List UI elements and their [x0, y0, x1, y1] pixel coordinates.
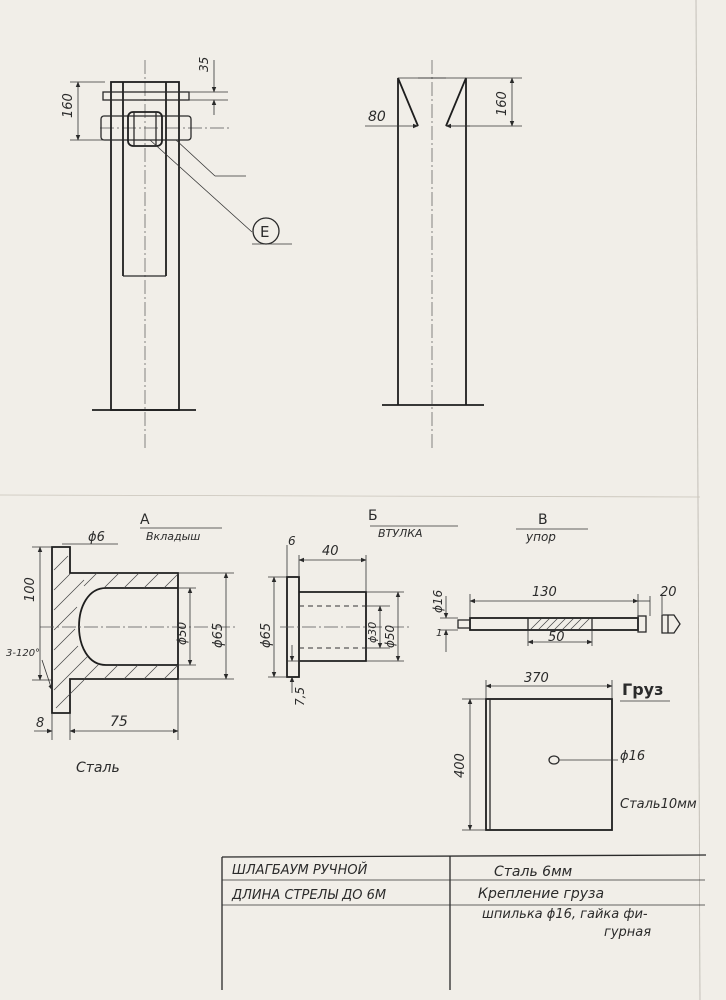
title-row3-right-a: шпилька ϕ16, гайка фи- [482, 907, 648, 922]
dim-a-phi50: ϕ50 [175, 621, 189, 645]
dim-b-phi30: ϕ30 [366, 622, 379, 643]
weight-plate: Груз 370 400 ϕ16 Сталь10мм [453, 671, 697, 831]
top-left-view: 160 35 E [61, 57, 292, 450]
title-block: ШЛАГБАУМ РУЧНОЙ ДЛИНА СТРЕЛЫ ДО 6М Сталь… [221, 854, 707, 990]
detail-v-letter: В [538, 512, 548, 528]
weight-plate-title: Груз [622, 680, 663, 699]
dim-35: 35 [197, 57, 211, 72]
paper-edges [0, 0, 701, 1000]
dim-b-40: 40 [322, 544, 339, 559]
dim-a-phi6: ϕ6 [88, 530, 105, 545]
detail-v: В упор 130 20 ϕ16 1 [431, 512, 681, 652]
detail-a: А Вкладыш ϕ6 [6, 512, 238, 776]
dim-plate-phi16: ϕ16 [620, 749, 645, 764]
dim-a-8: 8 [36, 716, 44, 731]
dim-a-3x120: 3-120° [6, 648, 40, 659]
thread-texture [529, 617, 591, 631]
top-right-view: 160 80 [365, 60, 522, 450]
dim-160-left: 160 [61, 93, 76, 118]
callout-label-e: E [260, 223, 269, 241]
title-row2-right: Крепление груза [478, 886, 604, 902]
detail-b-letter: Б [368, 508, 378, 524]
dim-v-1: 1 [436, 628, 442, 639]
dim-a-phi65: ϕ65 [211, 623, 226, 648]
detail-a-name: Вкладыш [146, 530, 200, 543]
detail-a-letter: А [140, 512, 150, 528]
dim-b-phi50: ϕ50 [383, 624, 397, 648]
detail-b-name: ВТУЛКА [378, 527, 423, 540]
dim-b-7-5: 7,5 [293, 687, 307, 706]
dim-plate-400: 400 [453, 753, 468, 778]
dim-b-6: 6 [288, 534, 296, 548]
title-row2-left: ДЛИНА СТРЕЛЫ ДО 6М [231, 888, 386, 903]
dim-v-20: 20 [660, 585, 677, 600]
dim-160-right: 160 [495, 91, 510, 116]
dim-v-130: 130 [532, 585, 557, 600]
detail-b: Б ВТУЛКА 6 40 ϕ65 ϕ30 ϕ50 7,5 [259, 508, 458, 706]
dim-v-phi16: ϕ16 [431, 589, 445, 613]
detail-a-material: Сталь [76, 760, 120, 776]
dim-v-50: 50 [548, 630, 565, 645]
title-row1-left: ШЛАГБАУМ РУЧНОЙ [232, 862, 368, 878]
dim-a-75: 75 [110, 714, 128, 730]
dim-plate-370: 370 [524, 671, 549, 686]
title-row3-right-b: гурная [604, 925, 651, 940]
weight-plate-material: Сталь10мм [620, 797, 697, 812]
title-row1-right: Сталь 6мм [494, 864, 573, 880]
detail-v-name: упор [525, 530, 556, 544]
dim-b-phi65: ϕ65 [259, 623, 274, 648]
section-hatching [53, 555, 179, 709]
dim-a-100: 100 [23, 577, 38, 602]
dim-80: 80 [368, 109, 386, 125]
mount-hole [548, 755, 560, 765]
